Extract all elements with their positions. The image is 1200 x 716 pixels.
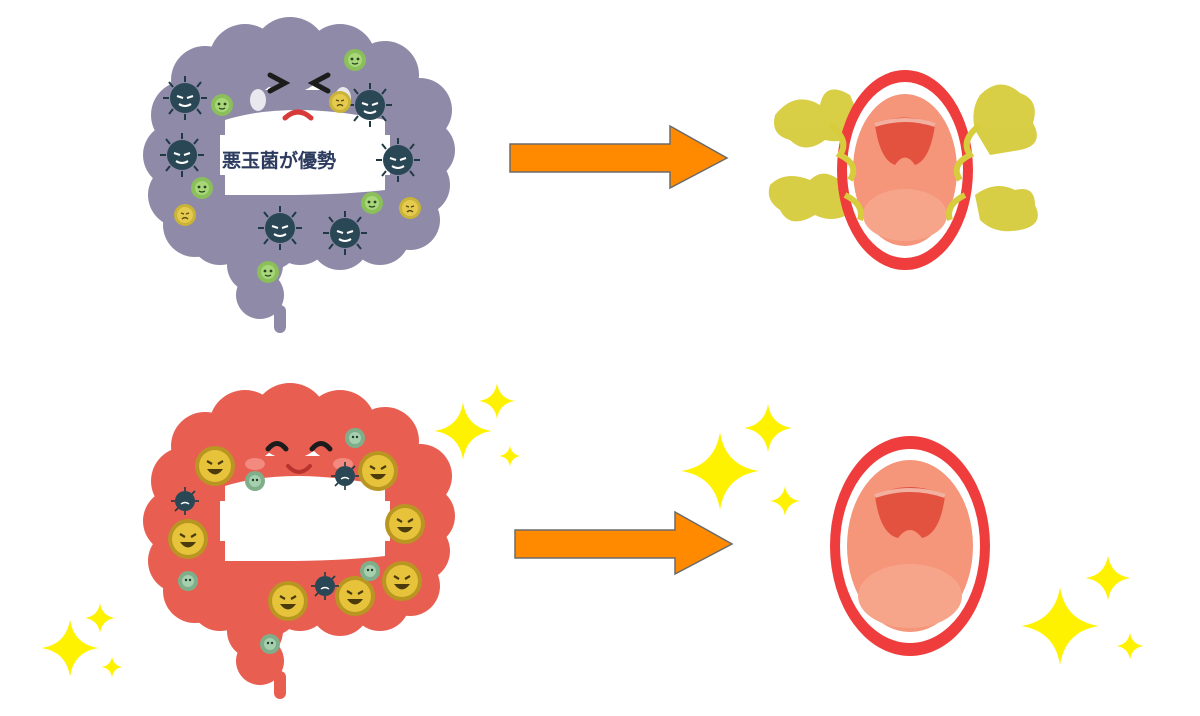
intestine-good-label: 善玉菌が優勢 bbox=[232, 525, 347, 547]
bad-bacteria-icon bbox=[159, 48, 422, 284]
row-bad: 悪玉菌が優勢 bbox=[0, 0, 1200, 356]
odor-cloud-icon bbox=[768, 84, 1038, 232]
open-mouth-bad-breath-icon bbox=[768, 70, 1038, 270]
sparkle-icon bbox=[41, 383, 1144, 678]
intestine-good-icon bbox=[143, 383, 455, 699]
open-mouth-fresh-icon bbox=[830, 436, 990, 656]
arrow-right-icon bbox=[514, 510, 734, 576]
intestine-bad-icon bbox=[143, 17, 455, 333]
row-good: 善玉菌が優勢 bbox=[0, 356, 1200, 713]
arrow-right-icon bbox=[509, 124, 729, 190]
intestine-bad-label: 悪玉菌が優勢 bbox=[222, 150, 337, 172]
